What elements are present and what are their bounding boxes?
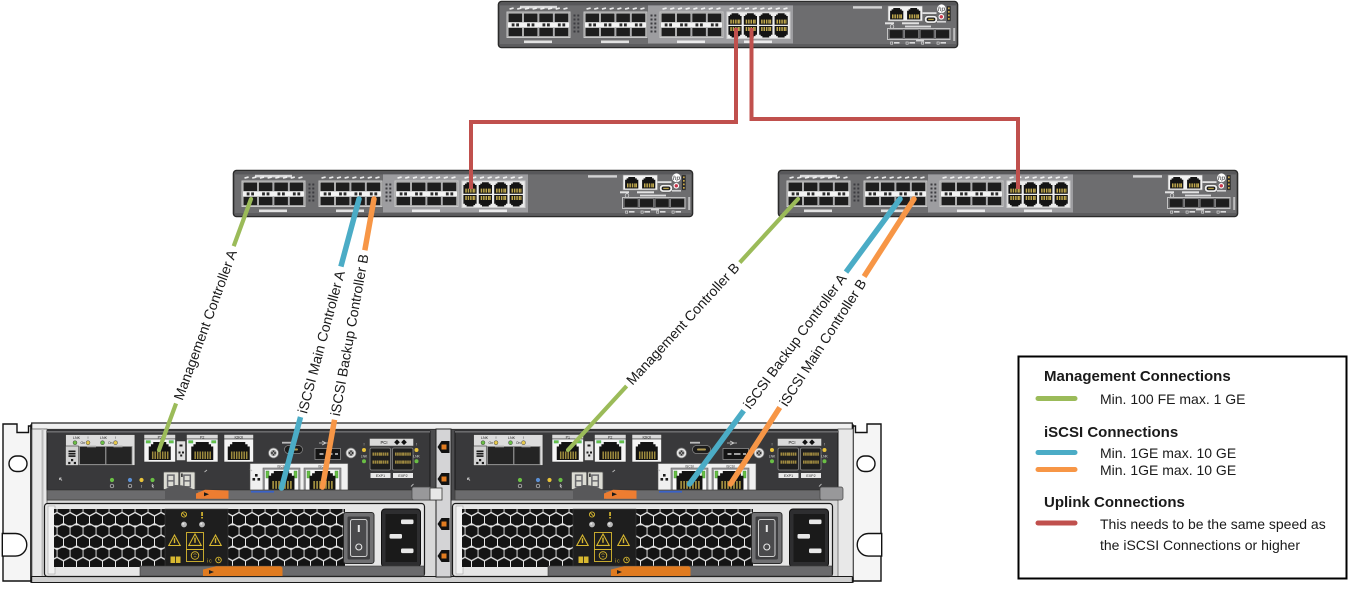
svg-text:Min. 1GE max. 10 GE: Min. 1GE max. 10 GE (1100, 462, 1236, 478)
svg-text:Uplink Connections: Uplink Connections (1044, 494, 1185, 511)
svg-text:Min. 1GE max. 10 GE: Min. 1GE max. 10 GE (1100, 445, 1236, 461)
svg-text:Min. 100 FE max. 1 GE: Min. 100 FE max. 1 GE (1100, 391, 1246, 407)
svg-text:iSCSI Connections: iSCSI Connections (1044, 424, 1178, 441)
svg-text:the iSCSI Connections or highe: the iSCSI Connections or higher (1100, 537, 1300, 553)
svg-text:Management Connections: Management Connections (1044, 368, 1231, 385)
svg-text:This needs to be the same spee: This needs to be the same speed as (1100, 516, 1326, 532)
